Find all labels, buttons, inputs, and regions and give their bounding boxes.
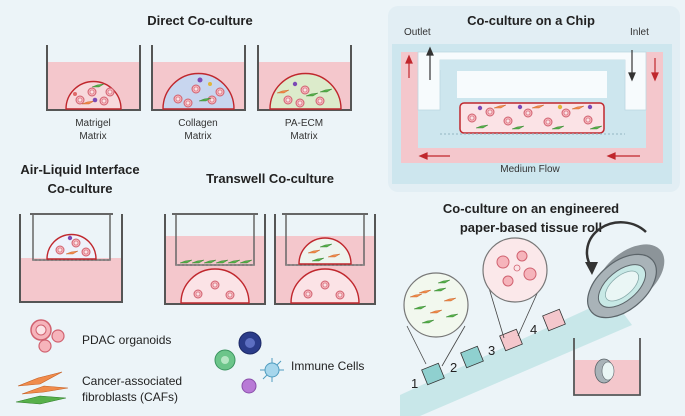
- inlet-arrow-2: [651, 58, 659, 82]
- inlet-arrow: [628, 50, 636, 82]
- rotation-arrow-icon: [585, 221, 647, 275]
- pdac-organoid-legend-icon: [30, 319, 65, 353]
- strip-number-2: 2: [450, 360, 457, 375]
- matrigel-label-1: Matrigel: [75, 118, 111, 129]
- paper-strip: [400, 298, 632, 416]
- zoom-circle-fibroblasts: [403, 272, 469, 367]
- medium-flow-label: Medium Flow: [500, 164, 560, 175]
- strip-number-4: 4: [530, 322, 537, 337]
- paper-title-2: paper-based tissue roll: [460, 220, 602, 235]
- caf-label-1: Cancer-associated: [82, 374, 182, 388]
- direct-coculture-title: Direct Co-culture: [147, 13, 252, 28]
- collagen-label-2: Matrix: [184, 131, 211, 142]
- collagen-label-1: Collagen: [178, 118, 217, 129]
- flow-arrow-right: [606, 152, 640, 160]
- paper-title-1: Co-culture on an engineered: [443, 201, 619, 216]
- immune-cells-legend-icon: [214, 331, 284, 394]
- ali-well: [19, 213, 123, 303]
- tissue-roll: [587, 244, 665, 319]
- chip-device: [392, 44, 672, 184]
- flow-arrow-left: [418, 152, 450, 160]
- transwell-well-2: [274, 213, 376, 305]
- well-matrigel: [46, 45, 141, 111]
- outlet-arrow: [426, 46, 434, 80]
- caf-legend-icon: [15, 371, 69, 405]
- outlet-label: Outlet: [404, 27, 431, 38]
- immune-cells-label: Immune Cells: [291, 359, 364, 373]
- chip-title: Co-culture on a Chip: [467, 13, 595, 28]
- well-pa-ecm: [257, 45, 352, 111]
- strip-number-1: 1: [411, 376, 418, 391]
- roll-in-well: [573, 338, 641, 396]
- inlet-label: Inlet: [630, 27, 649, 38]
- well-collagen: [151, 45, 246, 111]
- ali-title-1: Air-Liquid Interface: [20, 162, 139, 177]
- pa-ecm-label-2: Matrix: [290, 131, 317, 142]
- strip-number-3: 3: [488, 343, 495, 358]
- pa-ecm-label-1: PA-ECM: [285, 118, 323, 129]
- outlet-arrow-2: [405, 54, 413, 78]
- caf-label-2: fibroblasts (CAFs): [82, 390, 178, 404]
- pdac-organoids-label: PDAC organoids: [82, 333, 171, 347]
- zoom-circle-organoids: [482, 237, 548, 339]
- transwell-well-1: [164, 213, 266, 305]
- transwell-title: Transwell Co-culture: [206, 171, 334, 186]
- matrigel-label-2: Matrix: [79, 131, 106, 142]
- ali-title-2: Co-culture: [48, 181, 113, 196]
